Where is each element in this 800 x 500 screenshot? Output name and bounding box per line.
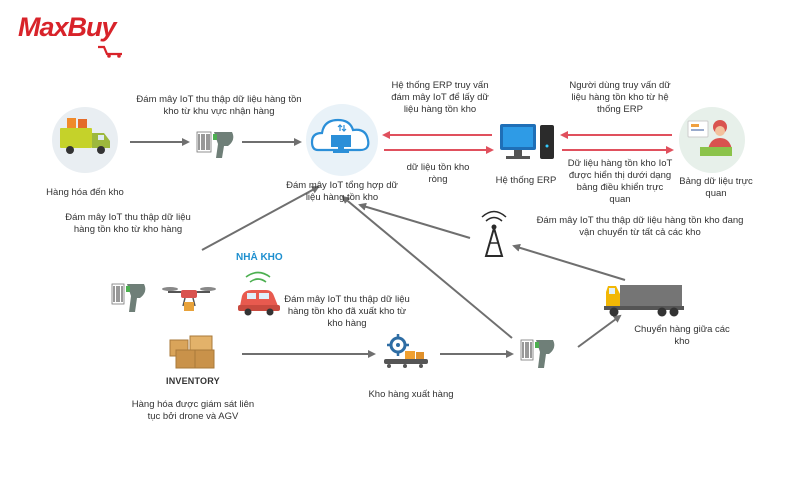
agv-car-icon (238, 271, 280, 316)
node-iot-cloud: Đám mây IoT tổng hợp dữ liệu hàng tồn kh… (286, 180, 398, 203)
edge-outbound-collect: Đám mây IoT thu thập dữ liệu hàng tồn kh… (284, 294, 410, 329)
arrow-scanner-to-truck (577, 314, 622, 348)
node-goods-arriving: Hàng hóa đến kho (46, 187, 124, 198)
truck-icon (52, 107, 118, 173)
edge-in-transit: Đám mây IoT thu thập dữ liệu hàng tồn kh… (536, 215, 744, 238)
maxbuy-logo: MaxBuy (18, 12, 117, 42)
conveyor-gear-icon (384, 334, 428, 368)
edge-user-query: Người dùng truy vấn dữ liệu hàng tồn kho… (569, 80, 671, 115)
drone-icon (162, 287, 216, 311)
boxes-icon (169, 335, 215, 369)
barcode-scanner-icon (196, 131, 234, 158)
node-erp-system: Hệ thống ERP (495, 175, 557, 186)
cloud-computer-icon (306, 104, 378, 176)
node-warehouse: NHÀ KHO (236, 252, 283, 263)
edge-receiving: Đám mây IoT thu thập dữ liệu hàng tồn kh… (136, 94, 302, 117)
node-outbound-warehouse: Kho hàng xuất hàng (368, 389, 454, 400)
arrow-scanner2-to-cloud (341, 195, 513, 339)
delivery-truck-icon (604, 285, 684, 317)
edge-net-stock: dữ liệu tồn kho ròng (406, 162, 470, 185)
edge-dashboard-display: Dữ liệu hàng tồn kho IoT được hiển thị d… (567, 158, 673, 205)
cart-icon (98, 45, 122, 58)
node-inventory: INVENTORY (166, 376, 220, 386)
node-transfer: Chuyển hàng giữa các kho (634, 324, 730, 347)
arrow-transit-to-cloud (358, 202, 471, 239)
edge-erp-query: Hệ thống ERP truy vấn đám mây IoT để lấy… (391, 80, 489, 115)
node-dashboard: Bảng dữ liệu trực quan (679, 176, 753, 199)
edge-warehouse-collect: Đám mây IoT thu thập dữ liệu hàng tồn kh… (65, 212, 191, 235)
arrow-warehouse-to-cloud (201, 186, 320, 251)
user-dashboard-icon (679, 107, 745, 173)
computer-monitor-icon (500, 124, 554, 159)
barcode-scanner-icon (111, 283, 146, 312)
antenna-tower-icon (481, 210, 507, 257)
node-monitored-goods: Hàng hóa được giám sát liên tục bởi dron… (131, 399, 255, 422)
barcode-scanner-icon (520, 339, 555, 368)
arrow-truck-to-antenna (512, 243, 626, 281)
